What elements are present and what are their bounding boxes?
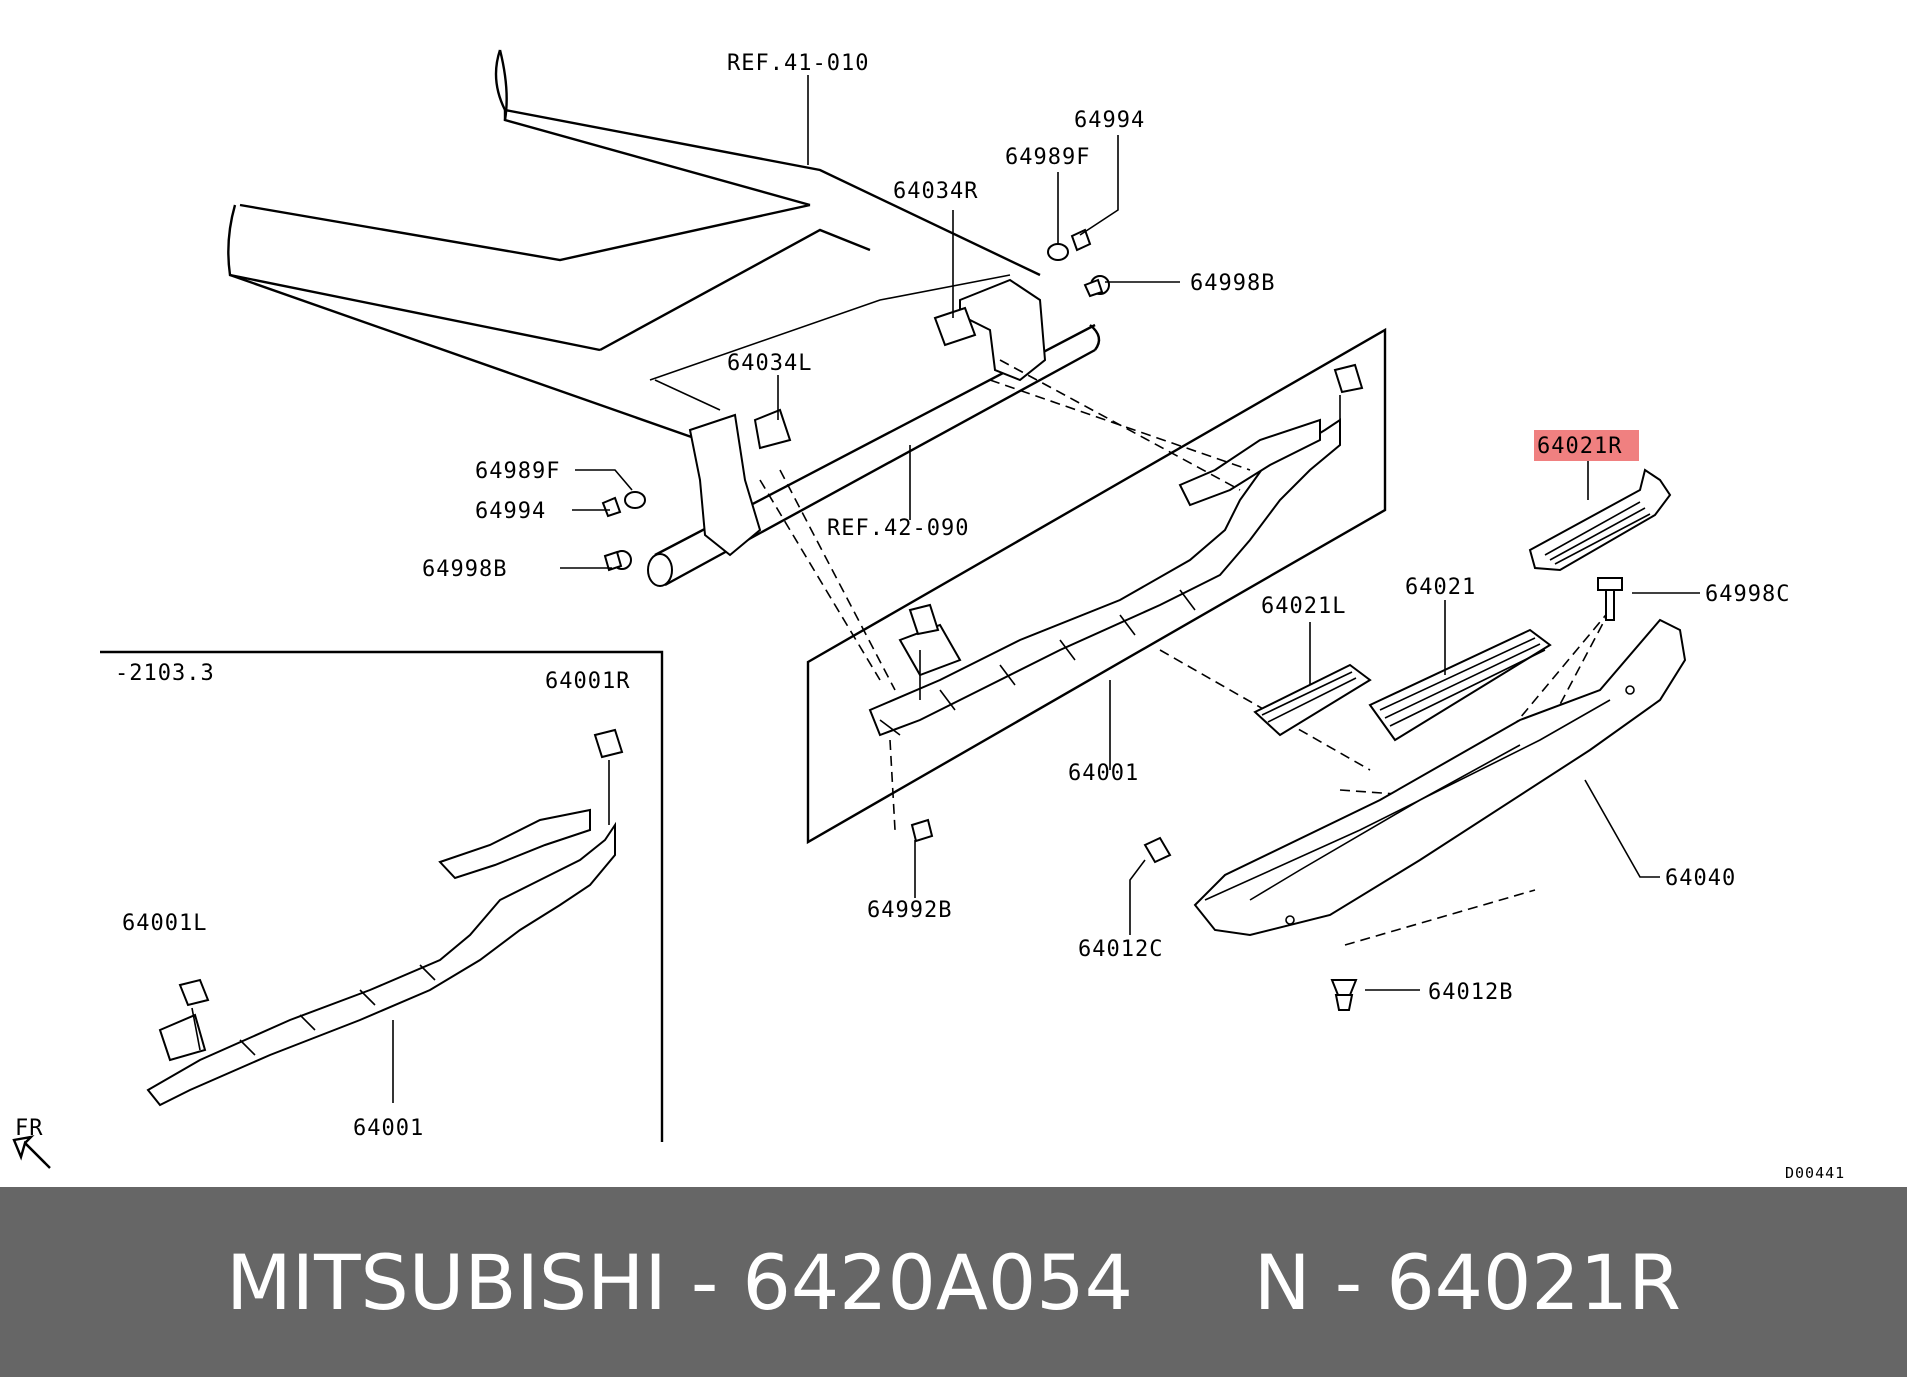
inset-box (100, 650, 664, 1142)
bolt-64998c (1597, 577, 1623, 621)
frame-rails (227, 49, 1041, 442)
label-ref-41-010: REF.41-010 (727, 51, 869, 76)
callout-labels: REF.41-010 64994 64989F 64034R 64998B 64… (15, 51, 1845, 1182)
label-fr: FR (15, 1116, 44, 1141)
label-inset-64001L: 64001L (122, 911, 207, 936)
label-ref-42-090: REF.42-090 (827, 516, 969, 541)
highlight-64021R (1534, 430, 1639, 461)
leader-lines (560, 75, 1700, 991)
label-64992B: 64992B (867, 898, 952, 923)
fasteners-top (601, 228, 1110, 572)
label-64021: 64021 (1405, 575, 1476, 600)
hanger-bracket-right (933, 278, 1047, 382)
label-inset-date-code: -2103.3 (115, 661, 215, 686)
label-64989F-left: 64989F (475, 459, 560, 484)
step-pad-64021L (1253, 663, 1372, 737)
label-64001-main: 64001 (1068, 761, 1139, 786)
label-64994-top: 64994 (1074, 108, 1145, 133)
step-bracket-panel (806, 327, 1387, 845)
label-inset-64001: 64001 (353, 1116, 424, 1141)
step-cover-64040 (1193, 618, 1687, 937)
fr-arrow-icon (12, 1135, 51, 1169)
clip-64012c (1143, 836, 1172, 864)
label-64012B: 64012B (1428, 980, 1513, 1005)
label-64021R: 64021R (1537, 434, 1622, 459)
step-pad-64021R (1528, 468, 1672, 572)
label-64040: 64040 (1665, 866, 1736, 891)
label-64012C: 64012C (1078, 937, 1163, 962)
parts-diagram: REF.41-010 64994 64989F 64034R 64998B 64… (12, 49, 1845, 1182)
hanger-bracket-left (688, 408, 792, 557)
label-64034R: 64034R (893, 179, 978, 204)
label-64994-left: 64994 (475, 499, 546, 524)
label-drawing-code: D00441 (1785, 1164, 1845, 1182)
part-number-caption: MITSUBISHI - 6420A054 N - 64021R (226, 1237, 1681, 1327)
clip-64012b (1330, 979, 1358, 1011)
label-64998B-left: 64998B (422, 557, 507, 582)
label-64998B-top: 64998B (1190, 271, 1275, 296)
label-64021L: 64021L (1261, 594, 1346, 619)
nut-64992b (910, 818, 934, 843)
label-inset-64001R: 64001R (545, 669, 630, 694)
step-pad-64021 (1368, 628, 1552, 742)
label-64989F-top: 64989F (1005, 145, 1090, 170)
footer-bar: MITSUBISHI - 6420A054 N - 64021R (0, 1187, 1907, 1377)
label-64034L: 64034L (727, 351, 812, 376)
label-64998C: 64998C (1705, 582, 1790, 607)
